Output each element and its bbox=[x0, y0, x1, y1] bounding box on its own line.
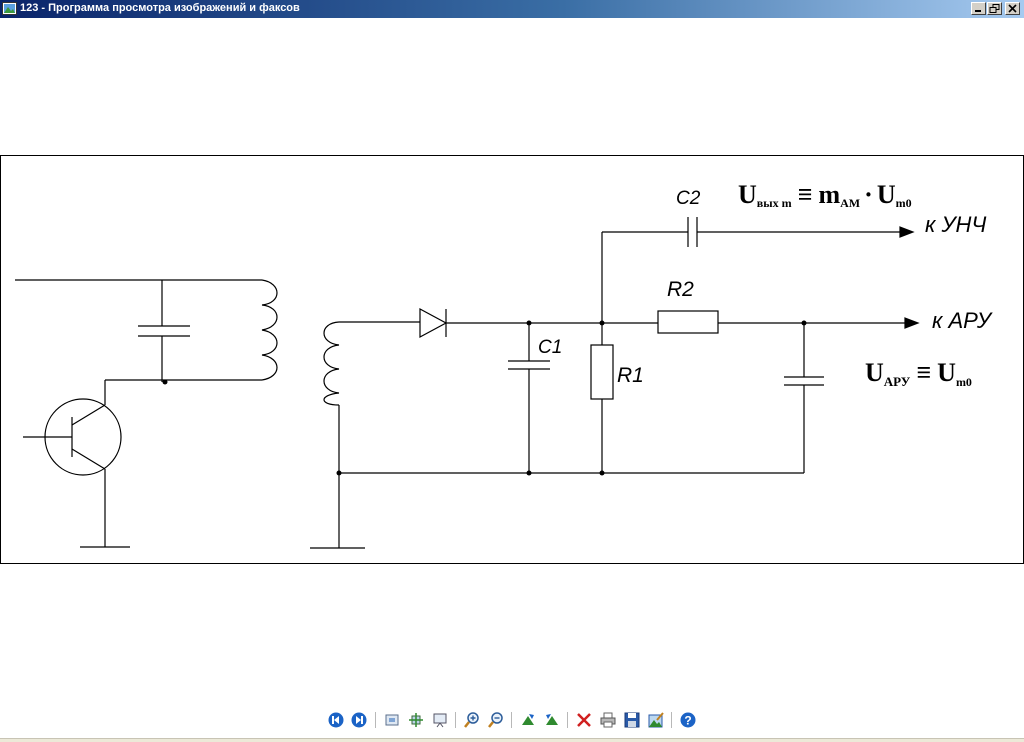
toolbar-separator bbox=[455, 712, 456, 728]
rotate-counterclockwise-button[interactable] bbox=[542, 710, 562, 730]
save-button[interactable] bbox=[622, 710, 642, 730]
window-title: 123 - Программа просмотра изображений и … bbox=[20, 2, 300, 14]
slideshow-button[interactable] bbox=[430, 710, 450, 730]
minimize-icon bbox=[975, 10, 981, 12]
formula-top: Uвых m≡mАМ·Um0 bbox=[738, 180, 912, 210]
best-fit-icon bbox=[385, 714, 399, 726]
save-icon bbox=[624, 712, 640, 728]
label-r2: R2 bbox=[667, 278, 694, 301]
formula-bottom: UАРУ≡Um0 bbox=[865, 358, 972, 389]
print-icon bbox=[600, 712, 616, 728]
slideshow-icon bbox=[433, 713, 447, 728]
close-button[interactable] bbox=[1005, 2, 1020, 15]
rotate-clockwise-button[interactable] bbox=[518, 710, 538, 730]
image-viewer-icon bbox=[2, 2, 17, 15]
rotate-cw-icon bbox=[522, 714, 534, 725]
next-icon bbox=[351, 712, 367, 728]
diode bbox=[419, 307, 448, 339]
restore-button[interactable] bbox=[987, 2, 1002, 15]
toolbar-separator bbox=[567, 712, 568, 728]
zoom-in-icon bbox=[464, 712, 479, 728]
label-out-unch: к УНЧ bbox=[925, 212, 986, 237]
rotate-ccw-icon bbox=[546, 714, 558, 725]
label-c1: C1 bbox=[538, 337, 562, 358]
label-r1: R1 bbox=[617, 364, 644, 387]
previous-image-button[interactable] bbox=[326, 710, 346, 730]
circuit-diagram-image: C2 C1 R1 R2 к УНЧ к АРУ Uвых m≡mАМ·Um0 U… bbox=[0, 155, 1024, 564]
toolbar-separator bbox=[671, 712, 672, 728]
zoom-out-icon bbox=[488, 712, 503, 728]
restore-icon bbox=[989, 4, 1000, 13]
status-bar bbox=[0, 738, 1024, 742]
toolbar-separator bbox=[375, 712, 376, 728]
title-bar[interactable]: 123 - Программа просмотра изображений и … bbox=[0, 0, 1024, 18]
toolbar-separator bbox=[511, 712, 512, 728]
label-out-aru: к АРУ bbox=[932, 308, 993, 333]
next-image-button[interactable] bbox=[349, 710, 369, 730]
r2-resistor bbox=[657, 310, 719, 334]
edit-icon bbox=[648, 712, 664, 728]
label-c2: C2 bbox=[676, 188, 701, 209]
zoom-out-button[interactable] bbox=[486, 710, 506, 730]
primary-coil bbox=[261, 279, 278, 381]
best-fit-button[interactable] bbox=[382, 710, 402, 730]
actual-size-button[interactable] bbox=[406, 710, 426, 730]
delete-icon bbox=[577, 713, 591, 727]
minimize-button[interactable] bbox=[971, 2, 986, 15]
secondary-coil bbox=[323, 321, 340, 406]
actual-size-icon bbox=[409, 713, 423, 727]
close-icon bbox=[1008, 4, 1017, 13]
print-button[interactable] bbox=[598, 710, 618, 730]
help-icon: ? bbox=[680, 712, 696, 728]
prev-icon bbox=[328, 712, 344, 728]
svg-text:?: ? bbox=[684, 714, 691, 728]
image-border bbox=[0, 155, 1024, 564]
edit-button[interactable] bbox=[646, 710, 666, 730]
delete-button[interactable] bbox=[574, 710, 594, 730]
help-button[interactable]: ? bbox=[678, 710, 698, 730]
zoom-in-button[interactable] bbox=[462, 710, 482, 730]
viewer-toolbar: ? bbox=[0, 706, 1024, 734]
